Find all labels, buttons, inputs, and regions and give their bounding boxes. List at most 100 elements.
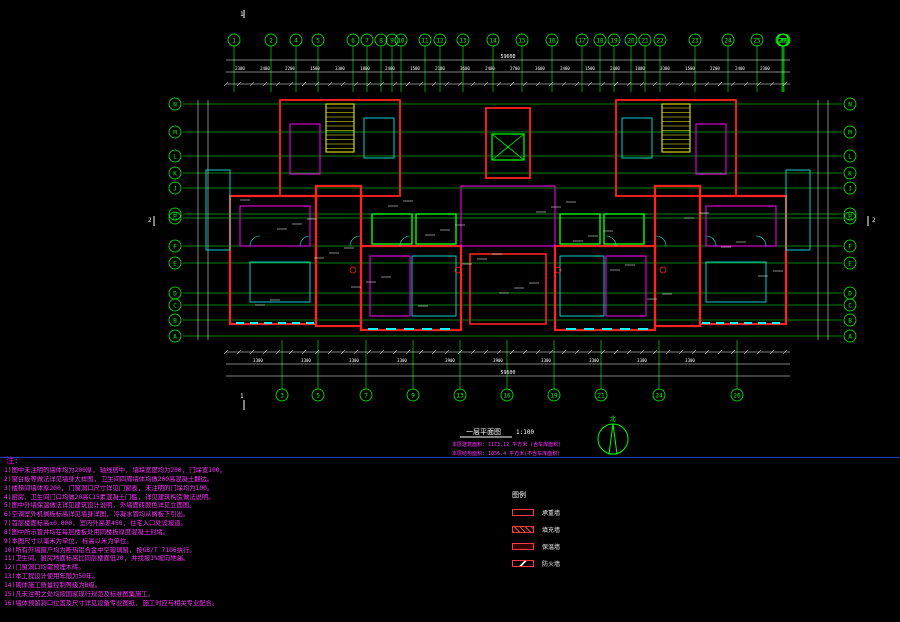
axis-label-top: 15 [518,37,526,44]
axis-label-top: 5 [316,37,320,44]
axis-label-row-right: G [848,215,852,222]
legend-item: 承重墙 [512,504,622,521]
legend-item: 填充墙 [512,521,622,538]
dim-top-segment: 2400 [485,66,495,71]
dim-bottom-segment: 3300 [349,358,359,363]
dim-bottom-segment: 3900 [493,358,503,363]
dim-bottom-segment: 3300 [685,358,695,363]
note-line: 15)凡未注明之处均按国家现行规范及标准图集施工。 [4,590,154,598]
axis-label-row-left: D [173,290,177,297]
axis-label-top: 25 [753,37,761,44]
note-line: 3)楼梯间墙体厚200, 门窗洞口尺寸详见门窗表, 未注明的门垛均为100。 [4,484,214,492]
axis-label-top: 22 [656,37,664,44]
note-line: 9)本图尺寸以毫米为单位, 标高以米为单位。 [4,537,133,545]
dim-bottom-segment: 3300 [637,358,647,363]
axis-label-top: 18 [596,37,604,44]
dim-top-segment: 2100 [435,66,445,71]
dim-top-segment: 3600 [460,66,470,71]
dim-top-segment: 2400 [735,66,745,71]
axis-label-row-right: L [848,153,852,160]
legend-label: 防火墙 [542,561,561,568]
dim-top-segment: 2200 [285,66,295,71]
dim-top-segment: 1800 [360,66,370,71]
axis-label-top: 17 [578,37,586,44]
axis-label-row-left: L [173,153,177,160]
axis-label-bottom: 3 [280,392,284,399]
area-footnote-1: 本层建筑面积: 1173.12 平方米 (含车库面积) [452,441,561,448]
axis-label-top: 10 [397,37,405,44]
axis-label-row-right: F [848,243,852,250]
axis-label-row-left: A [173,333,177,340]
axis-label-top: 7 [365,37,369,44]
axis-label-row-left: N [173,101,177,108]
legend-label: 承重墙 [542,510,561,517]
general-notes: 注: 1)图中未注明的墙体均为200厚, 轴线居中, 墙垛宽度均为200, 门垛… [4,456,484,609]
axis-label-bottom: 19 [550,392,558,399]
dim-top-segment: 3300 [335,66,345,71]
axis-label-row-left: H [173,211,177,218]
axis-label-top: 23 [691,37,699,44]
axis-label-top: 6 [351,37,355,44]
axis-label-row-right: B [848,317,852,324]
dim-top-segment: 1500 [310,66,320,71]
notes-title: 注: [6,456,19,465]
axis-label-bottom: 21 [597,392,605,399]
dim-top-segment: 2400 [385,66,395,71]
dim-bottom-total: 59600 [500,370,515,376]
note-line: 6)空调室外机搁板标高详见墙身详图, 冷凝水管均从搁板下引出。 [4,511,190,519]
legend-label: 保温墙 [542,544,561,551]
cut-mark-bottom: 1 [240,393,244,400]
dim-bottom-segment: 3300 [589,358,599,363]
axis-label-row-right: J [848,185,852,192]
dim-top-segment: 2400 [610,66,620,71]
axis-label-row-right: E [848,260,852,267]
note-line: 7)首层楼面标高±0.000, 室内外高差450, 住宅入口处设坡道。 [4,520,187,528]
notes-list: 1)图中未注明的墙体均为200厚, 轴线居中, 墙垛宽度均为200, 门垛宽10… [4,467,484,609]
dim-bottom-segment: 3300 [397,358,407,363]
axis-label-row-left: G [173,215,177,222]
note-line: 1)图中未注明的墙体均为200厚, 轴线居中, 墙垛宽度均为200, 门垛宽10… [4,467,226,474]
legend-swatch [512,560,534,567]
note-line: 13)本工程设计使用年限为50年。 [4,573,99,581]
axis-label-top: 14 [489,37,497,44]
note-line: 10)所有外墙窗户均为断热铝合金中空玻璃窗, 按GB/T 7106执行。 [4,546,196,554]
axis-label-top: 9 [390,37,394,44]
cut-mark-top: 1 [240,11,244,18]
axis-label-row-left: E [173,260,177,267]
section-mark-left: 2 [148,217,152,224]
dim-top-segment: 2400 [260,66,270,71]
axis-label-bottom: 26 [733,392,741,399]
dim-bottom-segment: 3300 [301,358,311,363]
note-line: 12)门窗洞口均需预埋木砖。 [4,564,85,572]
note-line: 11)卫生间、厨房地面标高比同层楼面低20, 并找坡1%坡向地漏。 [4,555,190,563]
dim-top-segment: 1500 [685,66,695,71]
axis-label-row-left: K [173,170,177,177]
north-label: 北 [610,415,616,423]
axis-label-top: 26 [778,37,786,44]
axis-label-bottom: 5 [316,392,320,399]
axis-label-bottom: 13 [456,392,464,399]
dim-bottom-segment: 3300 [541,358,551,363]
plan-title-block: 一层平面图 1:100 本层建筑面积: 1173.12 平方米 (含车库面积) … [452,428,561,457]
legend-swatch [512,543,534,550]
axis-label-top: 21 [641,37,649,44]
legend-swatch [512,526,534,533]
dim-top-total: 59600 [500,54,515,60]
axis-label-row-left: J [173,185,177,192]
legend-swatch [512,509,534,516]
axis-label-top: 13 [459,37,467,44]
dim-top-segment: 1800 [635,66,645,71]
axis-label-row-left: C [173,302,177,309]
axis-label-row-right: D [848,290,852,297]
axis-label-row-right: M [848,129,852,136]
legend-label: 填充墙 [542,527,561,534]
note-line: 4)厨房、卫生间门口均做20高C15素混凝土门槛, 详见建筑构造做法说明。 [4,493,215,501]
dim-top-segment: 2400 [560,66,570,71]
section-mark-right: 2 [872,217,876,224]
axis-label-top: 28 [780,37,788,44]
